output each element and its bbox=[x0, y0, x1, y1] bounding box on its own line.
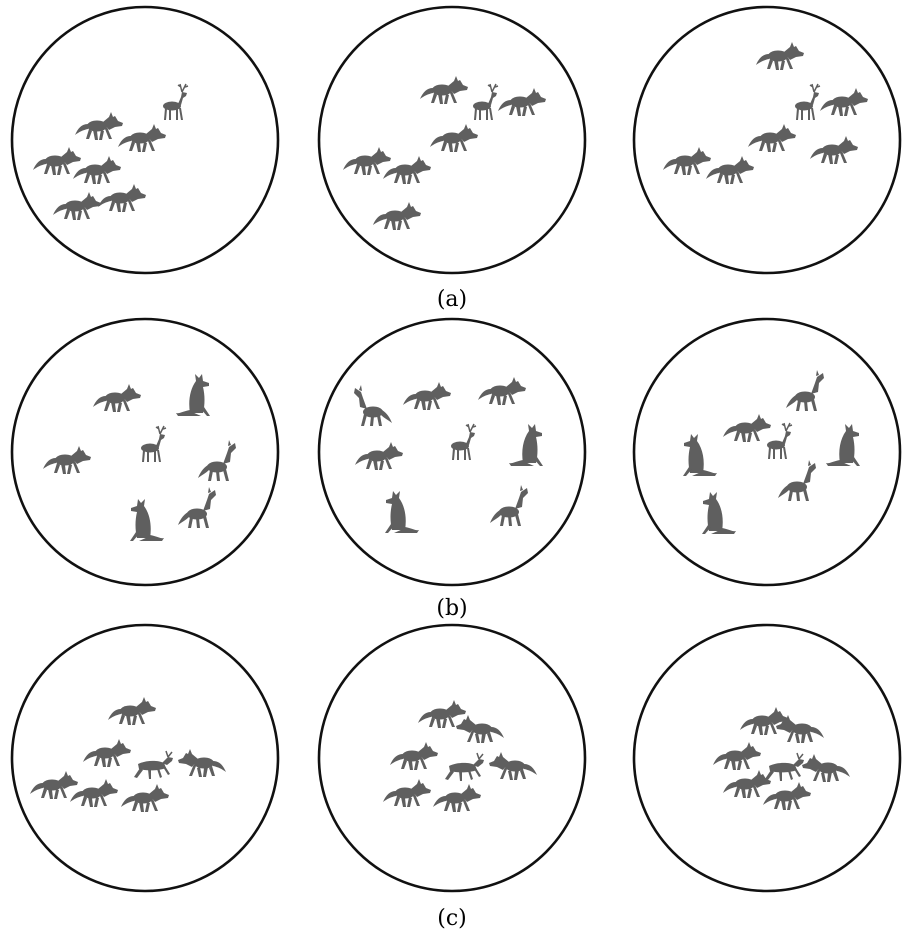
caption-a: (a) bbox=[437, 287, 467, 312]
caption-c: (c) bbox=[437, 906, 467, 931]
arena-c1 bbox=[12, 625, 278, 891]
arena-c3 bbox=[634, 625, 900, 891]
row-b: (b) bbox=[12, 319, 900, 621]
arena-c2 bbox=[319, 625, 585, 891]
row-a: (a) bbox=[12, 7, 900, 312]
arena-b3 bbox=[634, 319, 900, 585]
caption-b: (b) bbox=[436, 596, 467, 621]
arena-b2 bbox=[319, 319, 585, 585]
arena-b1 bbox=[12, 319, 278, 585]
row-c: (c) bbox=[12, 625, 900, 931]
